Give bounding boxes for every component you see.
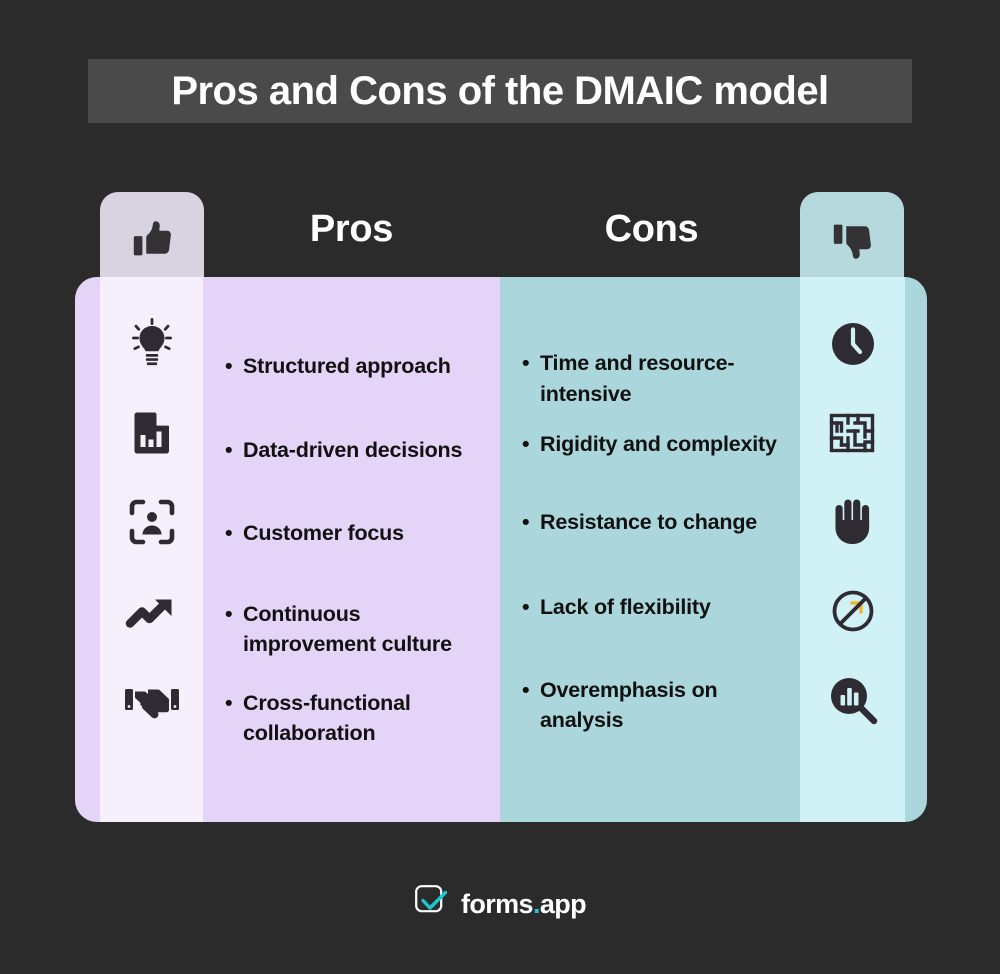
clock-icon <box>828 299 878 388</box>
list-item-label: Structured approach <box>243 354 451 378</box>
thumbs-up-icon <box>129 217 175 263</box>
comparison-card: • Structured approach • Data-driven deci… <box>75 277 927 822</box>
tab-cons[interactable] <box>800 192 904 287</box>
bullet-icon: • <box>522 595 530 620</box>
list-item: • Lack of flexibility <box>522 592 786 623</box>
column-header-pros: Pros <box>309 208 394 250</box>
card-left-edge <box>75 277 100 822</box>
no-flexibility-icon <box>827 566 879 655</box>
list-item: • Resistance to change <box>522 507 786 538</box>
list-item: • Continuous improvement culture <box>225 599 486 660</box>
list-item: • Cross-functional collaboration <box>225 688 486 749</box>
cons-list: • Time and resource-intensive • Rigidity… <box>500 277 800 822</box>
logo-brand-name: forms <box>460 889 534 919</box>
list-item-label: Rigidity and complexity <box>540 432 777 457</box>
list-item: • Rigidity and complexity <box>522 429 786 460</box>
thumbs-down-icon <box>829 217 875 263</box>
forms-app-check-logo-icon <box>414 884 450 925</box>
logo-brand-suffix: app <box>539 889 587 919</box>
bullet-icon: • <box>522 432 530 457</box>
bullet-icon: • <box>522 351 530 375</box>
title-band: Pros and Cons of the DMAIC model <box>88 59 912 123</box>
document-chart-icon <box>127 388 177 477</box>
list-item-label: Cross-functional collaboration <box>243 690 411 746</box>
list-item: • Overemphasis on analysis <box>522 675 786 736</box>
list-item: • Data-driven decisions <box>225 435 486 466</box>
list-item-label: Overemphasis on analysis <box>540 677 718 733</box>
bullet-icon: • <box>225 601 233 626</box>
maze-icon <box>827 388 879 477</box>
logo-wordmark: forms.app <box>460 889 587 920</box>
pros-list: • Structured approach • Data-driven deci… <box>203 277 500 822</box>
bullet-icon: • <box>522 677 530 702</box>
list-item-label: Lack of flexibility <box>540 595 711 620</box>
forms-app-logo[interactable]: forms.app <box>0 884 1000 925</box>
page-title: Pros and Cons of the DMAIC model <box>171 68 829 113</box>
list-item: • Structured approach <box>225 351 486 382</box>
bullet-icon: • <box>225 354 233 378</box>
column-header-cons: Cons <box>604 208 699 250</box>
logo-dot: . <box>532 889 540 919</box>
cons-icon-strip <box>800 277 905 822</box>
handshake-icon <box>123 655 181 744</box>
bullet-icon: • <box>522 509 530 534</box>
lightbulb-icon <box>126 299 178 388</box>
tab-pros[interactable] <box>100 192 204 287</box>
bullet-icon: • <box>225 521 233 546</box>
list-item-label: Customer focus <box>243 521 404 546</box>
pros-icon-strip <box>100 277 203 822</box>
stop-hand-icon <box>828 477 878 566</box>
person-focus-icon <box>126 477 178 566</box>
bullet-icon: • <box>225 690 233 715</box>
trending-up-arrow-icon <box>125 566 179 655</box>
list-item-label: Time and resource-intensive <box>540 351 735 406</box>
list-item-label: Resistance to change <box>540 509 758 534</box>
list-item-label: Continuous improvement culture <box>243 601 452 657</box>
list-item: • Time and resource-intensive <box>522 348 786 409</box>
bullet-icon: • <box>225 437 233 462</box>
magnifier-chart-icon <box>827 655 879 744</box>
card-right-edge <box>905 277 927 822</box>
list-item: • Customer focus <box>225 518 486 549</box>
list-item-label: Data-driven decisions <box>243 437 463 462</box>
